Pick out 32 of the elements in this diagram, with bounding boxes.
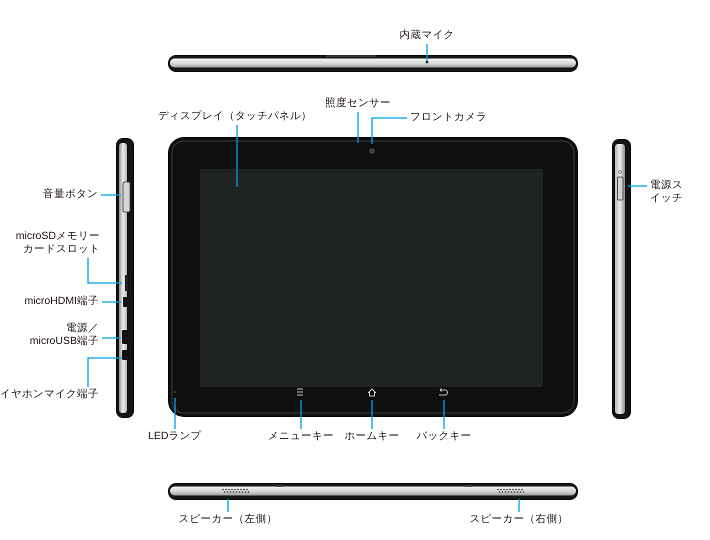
- callout-label: スピーカー（右側）: [470, 513, 568, 526]
- leader-line: [101, 194, 121, 196]
- leader-line: [87, 258, 122, 284]
- leader-line: [371, 117, 407, 144]
- callout-label: バックキー: [416, 430, 472, 443]
- leader-line: [102, 337, 121, 339]
- callout-label: イヤホンマイク端子: [0, 388, 99, 401]
- callout-label: 電源スイッチ: [650, 179, 696, 205]
- callout-label: メニューキー: [268, 430, 334, 443]
- leader-line: [443, 400, 445, 429]
- leader-line: [628, 185, 647, 187]
- leader-line: [236, 125, 238, 187]
- leader-line: [371, 400, 373, 429]
- leader-line: [300, 400, 302, 429]
- callout-label: 内蔵マイク: [400, 29, 454, 42]
- leader-line: [174, 398, 176, 429]
- leader-line: [87, 357, 122, 387]
- leader-line: [518, 499, 520, 512]
- callout-label: microSDメモリーカードスロット: [10, 230, 100, 256]
- callout-label: 電源／microUSB端子: [19, 322, 99, 348]
- callout-label: 照度センサー: [325, 97, 391, 110]
- callout-label: ホームキー: [344, 430, 400, 443]
- callout-label: ディスプレイ（タッチパネル）: [158, 110, 312, 123]
- callout-label: フロントカメラ: [410, 111, 487, 124]
- callout-label: スピーカー（左側）: [178, 513, 278, 526]
- callout-label: 音量ボタン: [43, 188, 98, 201]
- leader-line: [426, 44, 428, 61]
- leader-line: [102, 301, 121, 303]
- leader-line: [227, 499, 229, 512]
- leader-line: [357, 112, 359, 143]
- callout-label: microHDMI端子: [24, 295, 99, 308]
- callout-label: LEDランプ: [148, 430, 202, 443]
